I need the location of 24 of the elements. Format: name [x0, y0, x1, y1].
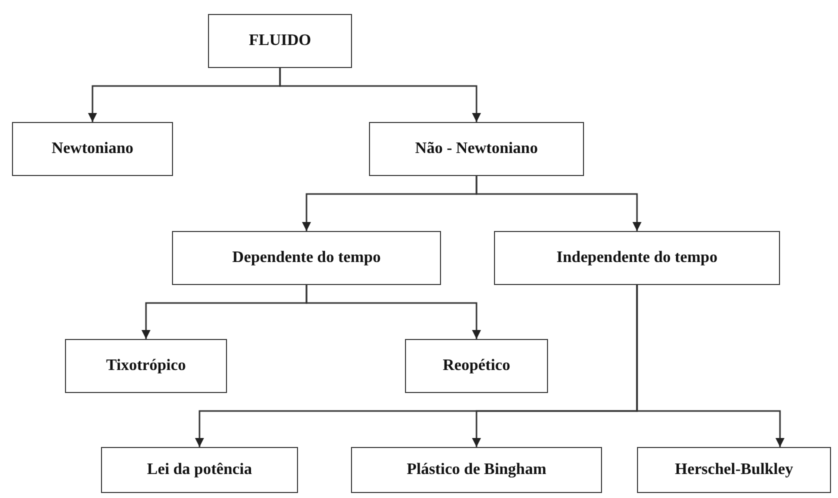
category-box: [65, 339, 227, 393]
category-box: [637, 447, 831, 493]
category-box: [351, 447, 602, 493]
category-label: Herschel-Bulkley: [674, 461, 794, 479]
category-box: [494, 231, 780, 285]
category-box: [369, 122, 584, 176]
category-label: Tixotrópico: [106, 357, 186, 375]
category-box: [12, 122, 173, 176]
category-label: Newtoniano: [52, 140, 134, 158]
category-label: FLUIDO: [248, 32, 312, 50]
connector-arrow: [476, 176, 642, 231]
connector-arrow: [636, 285, 784, 447]
category-box: [208, 14, 352, 68]
category-label: Lei da potência: [147, 461, 252, 479]
category-box: [172, 231, 441, 285]
category-label: Dependente do tempo: [232, 249, 381, 267]
category-box: [405, 339, 548, 393]
category-label: Independente do tempo: [556, 249, 718, 267]
connector-arrow: [279, 68, 481, 122]
category-label: Reopético: [442, 357, 510, 375]
category-label: Não - Newtoniano: [415, 140, 538, 158]
connector-arrow: [306, 285, 481, 339]
category-box: [101, 447, 298, 493]
category-label: Plástico de Bingham: [406, 461, 546, 479]
